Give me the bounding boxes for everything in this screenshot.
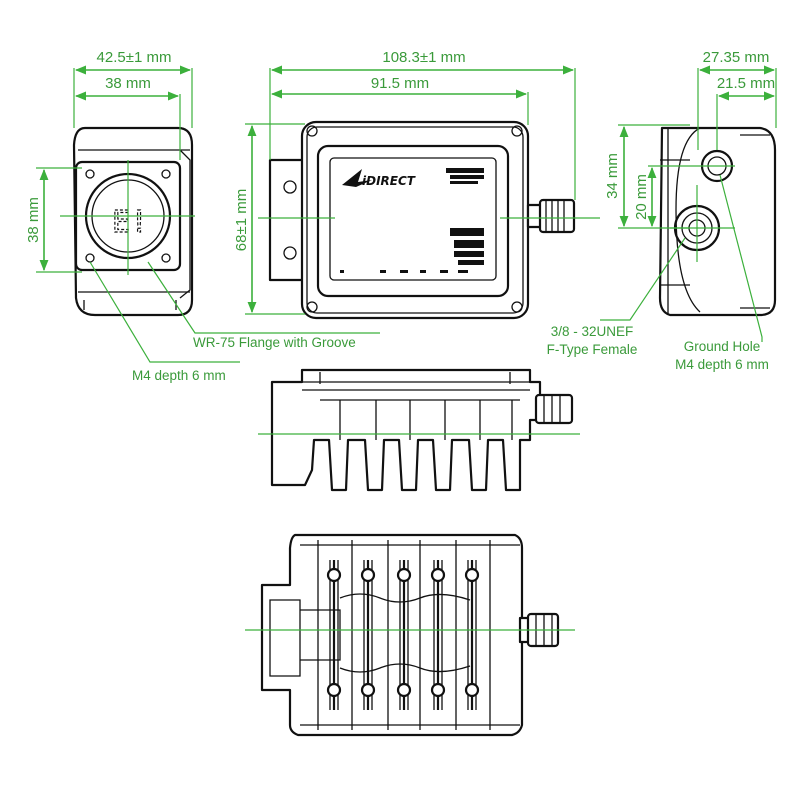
front-view: E! xyxy=(72,126,194,317)
dimension-lines xyxy=(36,65,777,631)
svg-text:E!: E! xyxy=(112,205,148,240)
side-height-offset-label: 20 mm xyxy=(633,174,650,220)
connector-thread-callout: 3/8 - 32UNEF xyxy=(551,324,634,339)
front-width-total-label: 42.5±1 mm xyxy=(97,49,172,66)
top-view: iDIRECT xyxy=(268,120,576,320)
svg-text:iDIRECT: iDIRECT xyxy=(362,174,416,188)
side-elevation xyxy=(270,368,574,492)
top-length-body-label: 91.5 mm xyxy=(371,75,429,92)
side-view xyxy=(658,126,777,317)
front-height-label: 38 mm xyxy=(25,197,42,243)
side-width-total-label: 27.35 mm xyxy=(703,49,770,66)
ground-hole-callout: Ground Hole xyxy=(684,339,761,354)
flange-callout: WR-75 Flange with Groove xyxy=(193,335,356,350)
m4-depth-callout: M4 depth 6 mm xyxy=(132,368,226,383)
connector-type-callout: F-Type Female xyxy=(547,342,638,357)
bottom-view xyxy=(260,533,560,737)
side-width-offset-label: 21.5 mm xyxy=(717,75,775,92)
top-height-label: 68±1 mm xyxy=(233,189,250,251)
top-length-total-label: 108.3±1 mm xyxy=(382,49,465,66)
front-width-flange-label: 38 mm xyxy=(105,75,151,92)
side-height-total-label: 34 mm xyxy=(604,153,621,199)
ground-hole-depth-callout: M4 depth 6 mm xyxy=(675,357,769,372)
